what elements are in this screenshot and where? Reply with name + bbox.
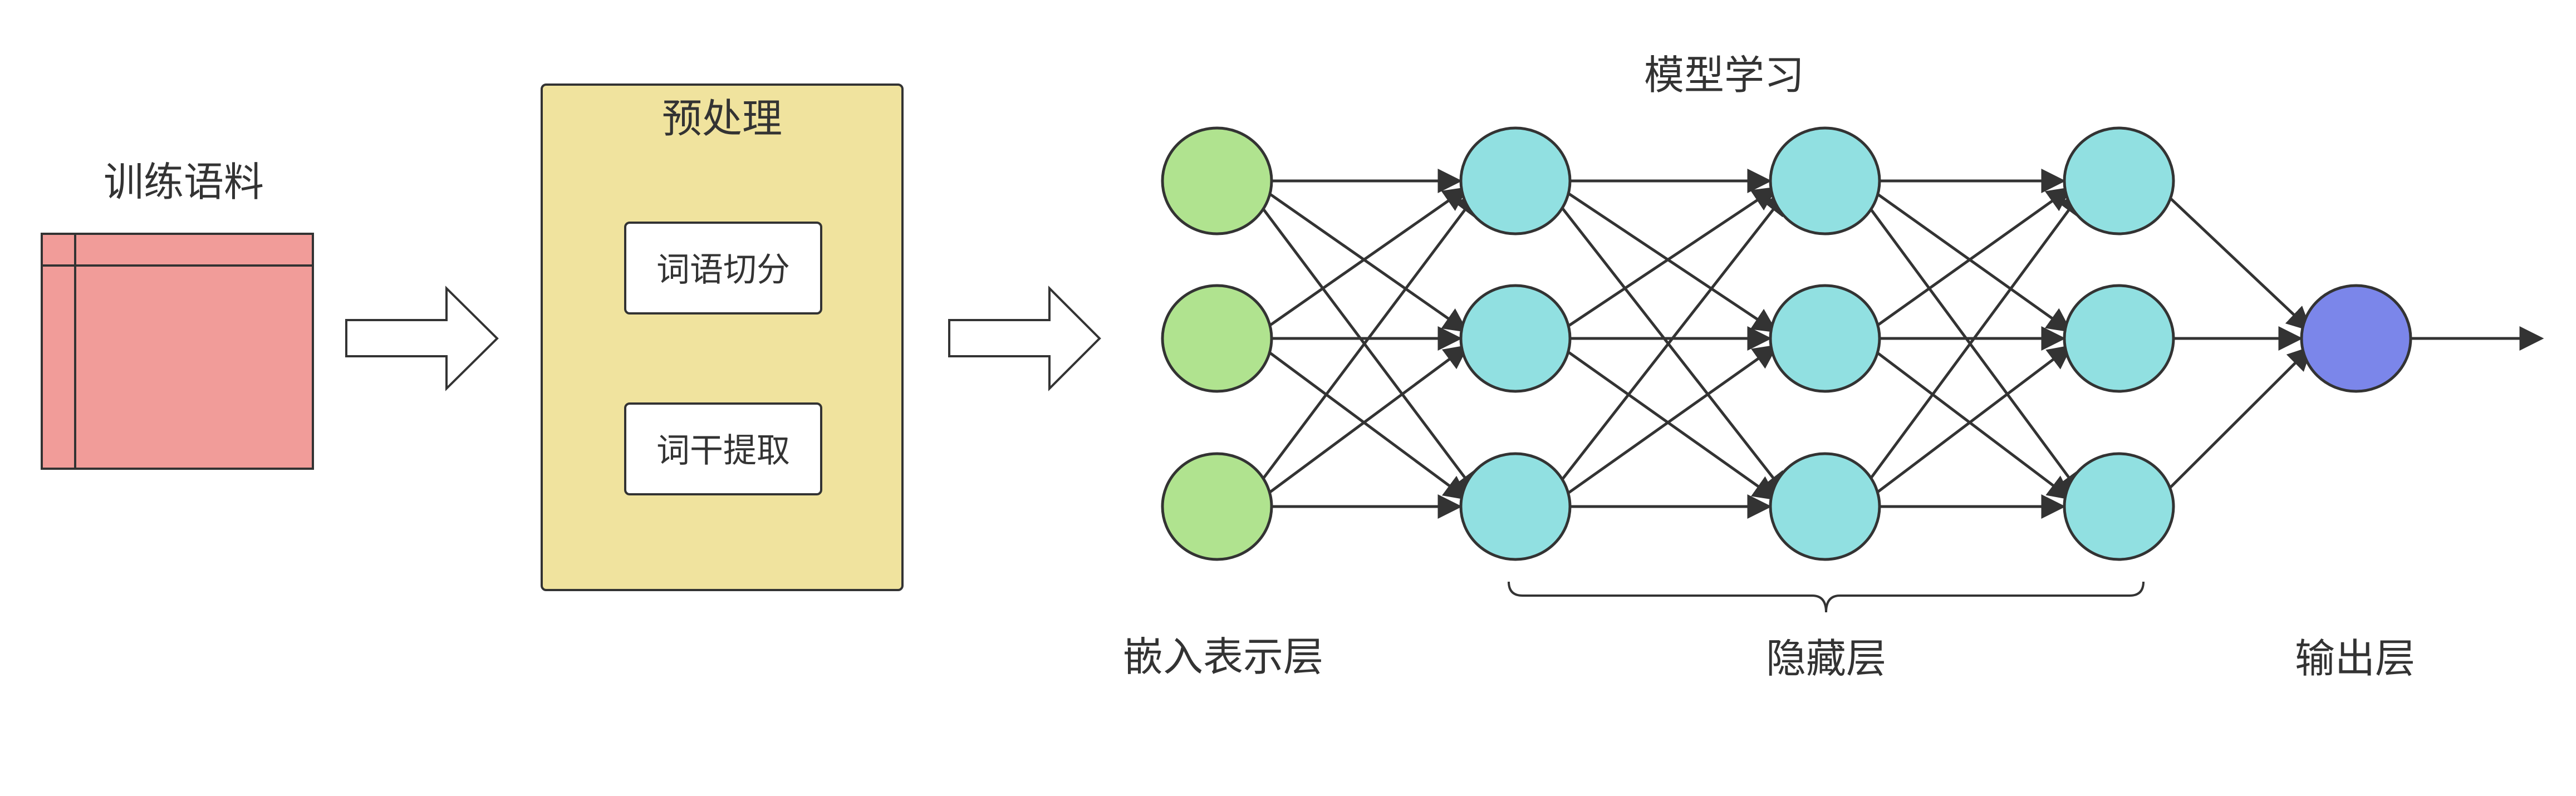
hidden-node xyxy=(1769,126,1881,235)
hidden-node xyxy=(1459,126,1572,235)
model-learning-title: 模型学习 xyxy=(1644,52,1804,99)
network-edge xyxy=(1872,186,2072,330)
network-edge xyxy=(1263,345,1469,498)
network-edge xyxy=(1871,345,2073,498)
network-edge xyxy=(1562,347,1778,500)
hidden-node xyxy=(2063,452,2175,561)
network-edge xyxy=(1253,190,1480,492)
preprocess-title: 预处理 xyxy=(662,95,782,142)
input-node xyxy=(1161,126,1273,235)
network-edge xyxy=(1563,189,1778,333)
network-edge xyxy=(1860,195,2083,497)
network-edge xyxy=(1872,189,2072,333)
hidden-layer-brace xyxy=(1508,581,2145,613)
network-edge xyxy=(1563,186,1778,330)
hidden-node xyxy=(1459,284,1572,393)
network-edge xyxy=(1552,190,1788,492)
corpus-table-icon xyxy=(41,233,314,470)
embedding-layer-label: 嵌入表示层 xyxy=(1123,633,1323,680)
network-edge xyxy=(1562,345,1778,498)
corpus-table-body xyxy=(41,233,314,470)
hidden-node xyxy=(1769,452,1881,561)
output-edge xyxy=(2162,346,2313,495)
network-edge xyxy=(1263,347,1469,500)
tokenize-label: 词语切分 xyxy=(656,250,790,289)
network-edge xyxy=(1264,189,1469,333)
output-layer-label: 输出层 xyxy=(2295,635,2415,682)
network-edges xyxy=(1253,169,2544,519)
preprocess-panel xyxy=(541,83,904,591)
tokenize-box xyxy=(624,222,822,315)
flow-arrow-2 xyxy=(948,286,1101,391)
hidden-node xyxy=(2063,284,2175,393)
hidden-layer-label: 隐藏层 xyxy=(1766,635,1886,682)
stemming-box xyxy=(624,402,822,495)
hidden-node xyxy=(1459,452,1572,561)
network-nodes xyxy=(1161,126,2412,561)
network-edge xyxy=(1552,195,1788,497)
corpus-label: 训练语料 xyxy=(104,159,264,205)
input-node xyxy=(1161,284,1273,393)
hidden-node xyxy=(1769,284,1881,393)
output-node xyxy=(2300,284,2412,393)
network-edge xyxy=(1264,186,1469,330)
stemming-label: 词干提取 xyxy=(656,431,790,470)
hidden-node xyxy=(2063,126,2175,235)
output-edge xyxy=(2163,191,2312,332)
network-edge xyxy=(1871,347,2073,500)
network-edge xyxy=(1253,195,1480,497)
flow-arrow-1 xyxy=(345,286,499,391)
input-node xyxy=(1161,452,1273,561)
network-edge xyxy=(1860,190,2083,492)
